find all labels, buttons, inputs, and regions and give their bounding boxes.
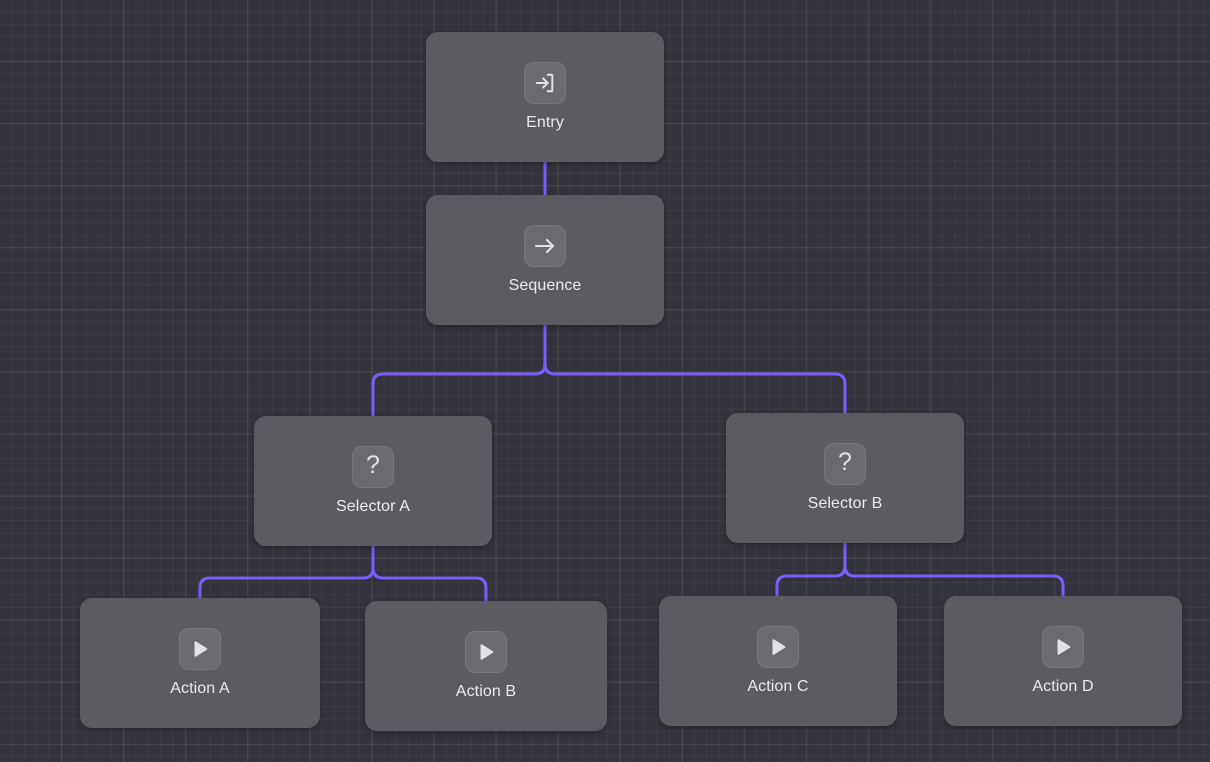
node-action-b[interactable]: Action B xyxy=(365,601,607,731)
node-action-a[interactable]: Action A xyxy=(80,598,320,728)
node-selector-b[interactable]: ? Selector B xyxy=(726,413,964,543)
node-label: Action D xyxy=(1032,677,1094,695)
node-label: Entry xyxy=(526,113,564,131)
edge-selector-a-action-b xyxy=(371,544,488,603)
question-mark-icon: ? xyxy=(824,442,866,485)
play-icon xyxy=(179,627,221,670)
node-label: Selector A xyxy=(336,497,410,515)
node-label: Sequence xyxy=(508,276,582,294)
node-sequence[interactable]: Sequence xyxy=(426,195,664,325)
node-label: Action C xyxy=(747,677,809,695)
question-mark-glyph: ? xyxy=(366,451,380,479)
node-selector-a[interactable]: ? Selector A xyxy=(254,416,492,546)
node-label: Action A xyxy=(170,679,230,697)
question-mark-glyph: ? xyxy=(838,448,852,476)
question-mark-icon: ? xyxy=(352,445,394,488)
edge-sequence-selector-a xyxy=(371,323,547,418)
arrow-right-icon xyxy=(524,224,566,267)
play-icon xyxy=(1042,625,1084,668)
node-label: Action B xyxy=(455,682,517,700)
edge-selector-b-action-d xyxy=(843,541,1065,598)
play-icon xyxy=(465,630,507,673)
edge-selector-a-action-a xyxy=(198,544,375,600)
log-in-icon xyxy=(524,61,566,104)
node-entry[interactable]: Entry xyxy=(426,32,664,162)
edge-sequence-selector-b xyxy=(543,323,847,415)
edge-selector-b-action-c xyxy=(775,541,847,598)
node-label: Selector B xyxy=(807,494,883,512)
node-action-d[interactable]: Action D xyxy=(944,596,1182,726)
play-icon xyxy=(757,625,799,668)
node-action-c[interactable]: Action C xyxy=(659,596,897,726)
